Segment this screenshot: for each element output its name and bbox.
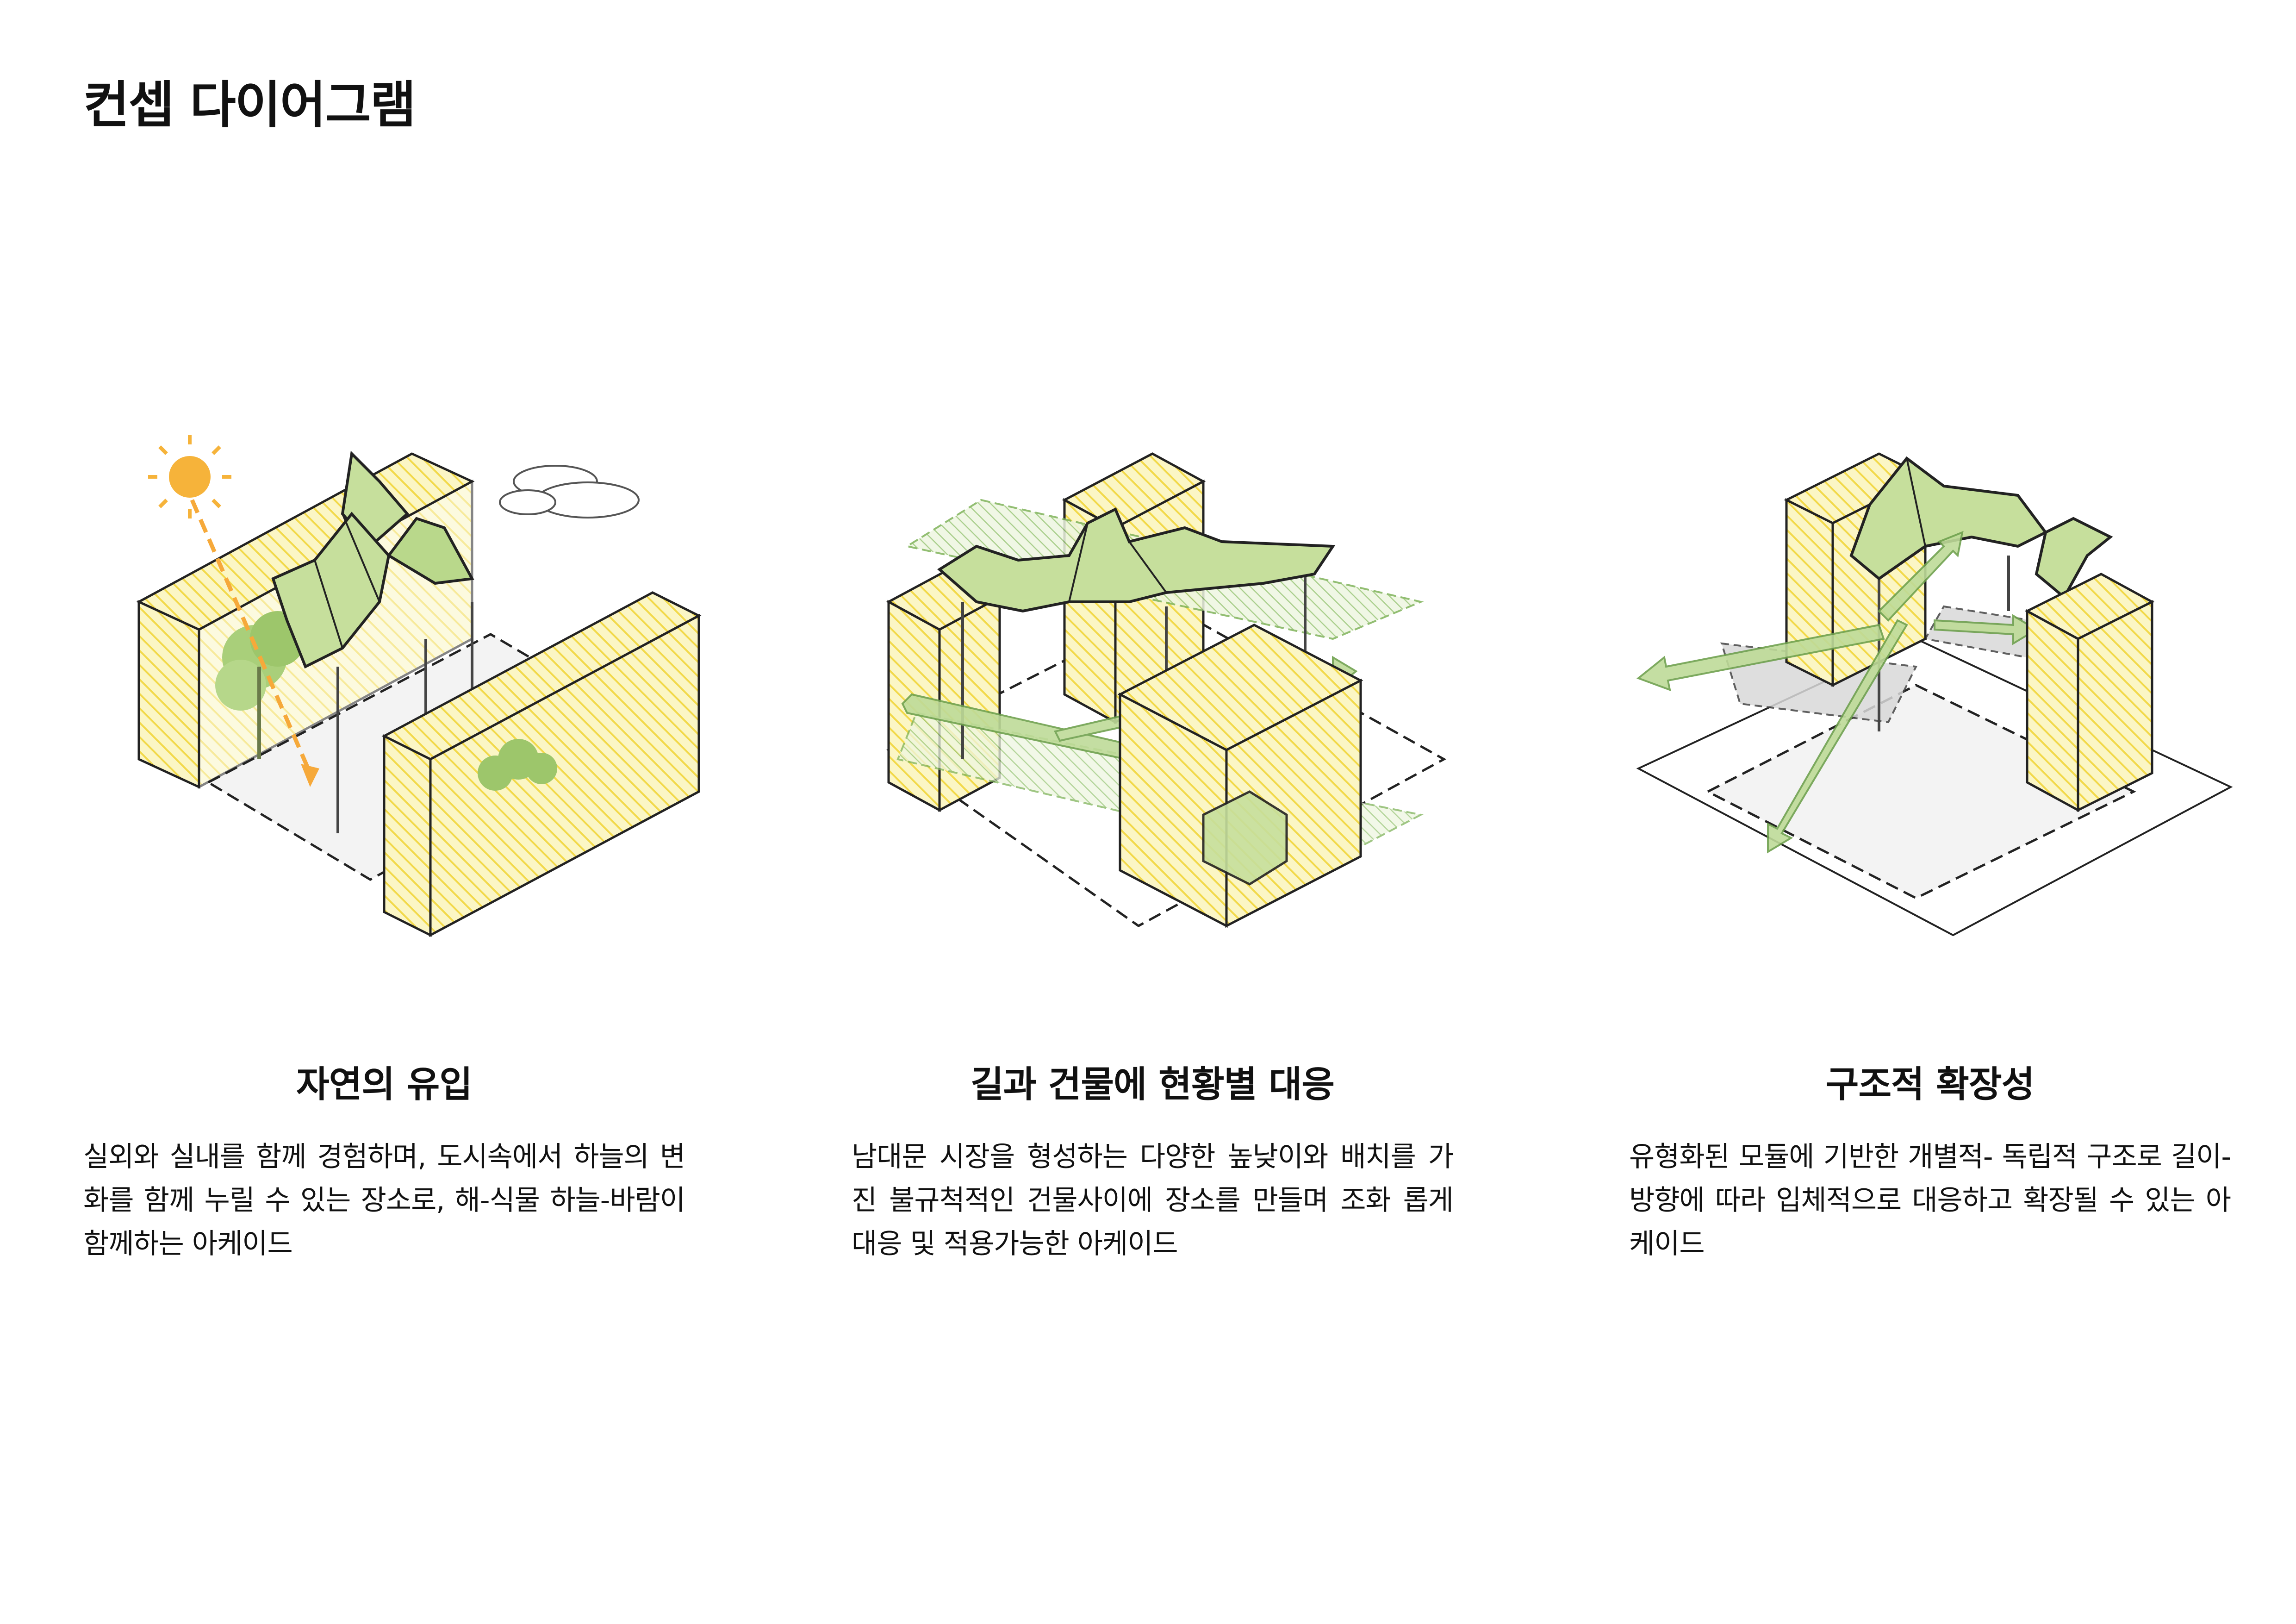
- caption-text: 실외와 실내를 함께 경험하며, 도시속에서 하늘의 변화를 함께 누릴 수 있…: [83, 1141, 685, 1260]
- diagram-street-building-response: [870, 407, 1564, 1000]
- caption-title: 구조적 확장성: [1825, 1064, 2035, 1106]
- caption-title: 길과 건물에 현황별 대응: [970, 1064, 1335, 1106]
- caption-text: 남대문 시장을 형성하는 다양한 높낮이와 배치를 가진 불규척적인 건물사이에…: [852, 1141, 1454, 1260]
- caption-panel-1: 자연의 유입 실외와 실내를 함께 경험하며, 도시속에서 하늘의 변화를 함께…: [83, 1056, 685, 1266]
- diagram-nature-inflow: [111, 407, 805, 1000]
- canopy: [271, 450, 474, 833]
- right-block-side: [2077, 600, 2153, 812]
- expansion-arrow: [1636, 531, 2038, 854]
- caption-panel-3: 구조적 확장성 유형화된 모듈에 기반한 개별적- 독립적 구조로 길이-방향에…: [1629, 1056, 2231, 1266]
- left-block-front: [137, 600, 200, 789]
- cloud-icon: [499, 465, 640, 518]
- diagram-2-svg: [886, 452, 1447, 928]
- diagram-structural-expansion: [1620, 407, 2296, 1000]
- caption-title: 자연의 유입: [296, 1064, 473, 1106]
- right-block-front: [383, 734, 432, 937]
- right-block-side: [429, 613, 700, 937]
- shrub-icon: [478, 739, 557, 791]
- ground-plane: [886, 605, 1447, 927]
- page-title: 컨셉 다이어그램: [83, 76, 416, 134]
- small-canopy: [1202, 790, 1288, 886]
- caption-panel-2: 길과 건물에 현황별 대응 남대문 시장을 형성하는 다양한 높낮이와 배치를 …: [852, 1056, 1454, 1266]
- right-block-front: [2026, 609, 2079, 812]
- diagram-3-svg: [1636, 452, 2233, 937]
- caption-text: 유형화된 모듈에 기반한 개별적- 독립적 구조로 길이-방향에 따라 입체적으…: [1629, 1141, 2231, 1260]
- sun-icon: [148, 435, 319, 787]
- back-block-front: [1785, 498, 1834, 687]
- diagram-1-svg: [136, 435, 702, 937]
